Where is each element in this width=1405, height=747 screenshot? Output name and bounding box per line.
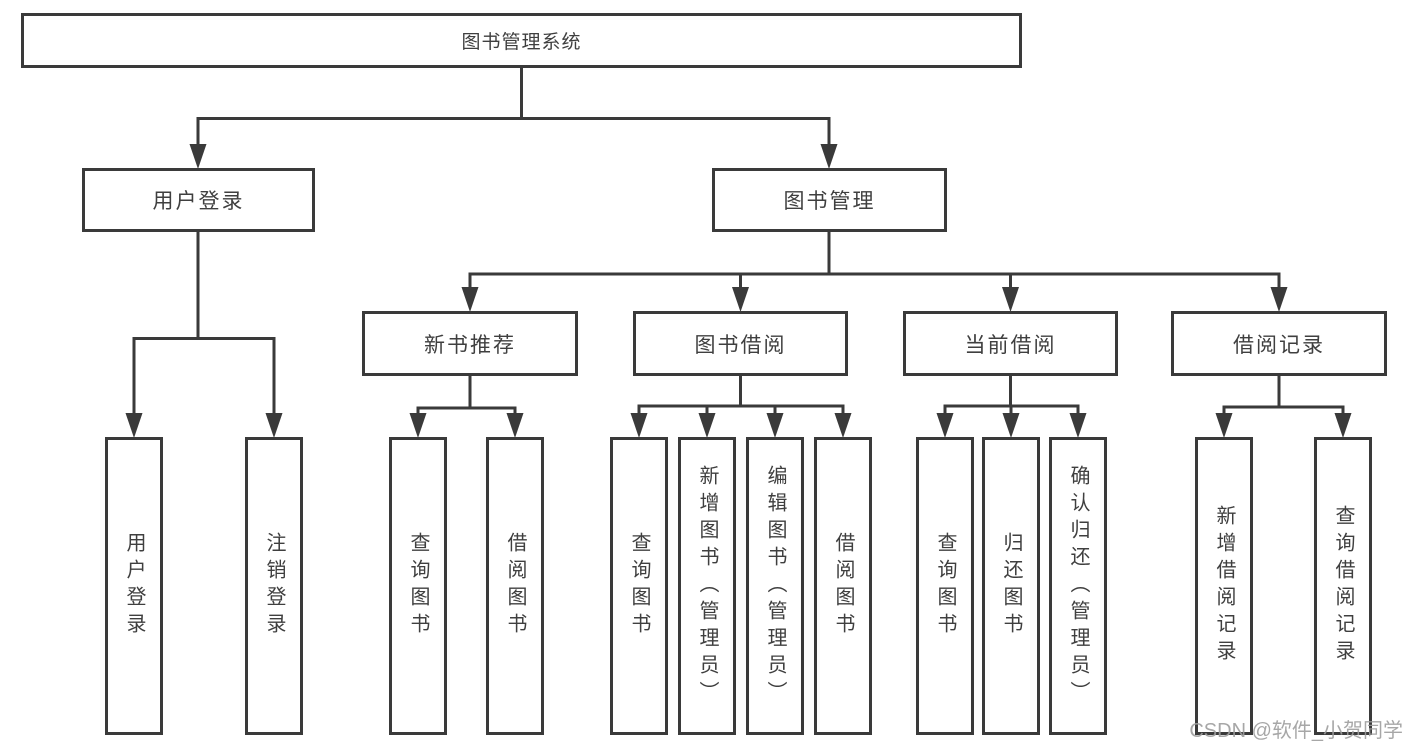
leaf-record-add: 新增借阅记录	[1195, 437, 1253, 735]
connector-arrowhead	[1215, 413, 1233, 438]
node-current-borrow: 当前借阅	[903, 311, 1118, 376]
connector-arrowhead	[698, 413, 716, 438]
node-library-management-system: 图书管理系统	[21, 13, 1022, 68]
leaf-label: 借阅图书	[832, 532, 854, 640]
connector-arrowhead	[461, 287, 479, 312]
leaf-current-query-book: 查询图书	[916, 437, 974, 735]
connector-arrowhead	[506, 413, 524, 438]
connector-arrowhead	[766, 413, 784, 438]
connector-arrowhead	[409, 413, 427, 438]
node-borrow-record: 借阅记录	[1171, 311, 1387, 376]
leaf-borrow-edit-book-admin: 编辑图书（管理员）	[746, 437, 804, 735]
connector-arrowhead	[265, 413, 283, 438]
connector-arrowhead	[820, 144, 838, 169]
leaf-label: 归还图书	[1000, 532, 1022, 640]
leaf-label: 查询图书	[628, 532, 650, 640]
connector-arrowhead	[1069, 413, 1087, 438]
leaf-borrow-add-book-admin: 新增图书（管理员）	[678, 437, 736, 735]
node-new-book-recommend: 新书推荐	[362, 311, 578, 376]
connector-arrowhead	[1002, 413, 1020, 438]
leaf-label: 新增图书（管理员）	[696, 464, 718, 708]
leaf-newbook-query-book: 查询图书	[389, 437, 447, 735]
leaf-label: 借阅图书	[504, 532, 526, 640]
leaf-record-query: 查询借阅记录	[1314, 437, 1372, 735]
connector-arrowhead	[125, 413, 143, 438]
connector-arrowhead	[630, 413, 648, 438]
leaf-label: 查询图书	[407, 532, 429, 640]
leaf-current-confirm-return-admin: 确认归还（管理员）	[1049, 437, 1107, 735]
connector-arrowhead	[189, 144, 207, 169]
leaf-user-login: 用户登录	[105, 437, 163, 735]
node-book-management: 图书管理	[712, 168, 947, 232]
leaf-label: 用户登录	[123, 532, 145, 640]
node-book-borrow: 图书借阅	[633, 311, 848, 376]
watermark: CSDN @软件_小贺同学	[1189, 720, 1403, 742]
leaf-current-return-book: 归还图书	[982, 437, 1040, 735]
leaf-logout: 注销登录	[245, 437, 303, 735]
leaf-borrow-query-book: 查询图书	[610, 437, 668, 735]
connector-arrowhead	[834, 413, 852, 438]
connector-arrowhead	[1334, 413, 1352, 438]
connector-arrowhead	[936, 413, 954, 438]
leaf-label: 新增借阅记录	[1213, 505, 1235, 667]
leaf-borrow-borrow-book: 借阅图书	[814, 437, 872, 735]
connector-arrowhead	[1270, 287, 1288, 312]
leaf-label: 查询借阅记录	[1332, 505, 1354, 667]
leaf-label: 编辑图书（管理员）	[764, 464, 786, 708]
connector-arrowhead	[1002, 287, 1019, 312]
connector-arrowhead	[732, 287, 749, 312]
node-user-login: 用户登录	[82, 168, 315, 232]
leaf-label: 查询图书	[934, 532, 956, 640]
leaf-label: 确认归还（管理员）	[1067, 464, 1089, 708]
leaf-newbook-borrow-book: 借阅图书	[486, 437, 544, 735]
leaf-label: 注销登录	[263, 532, 285, 640]
